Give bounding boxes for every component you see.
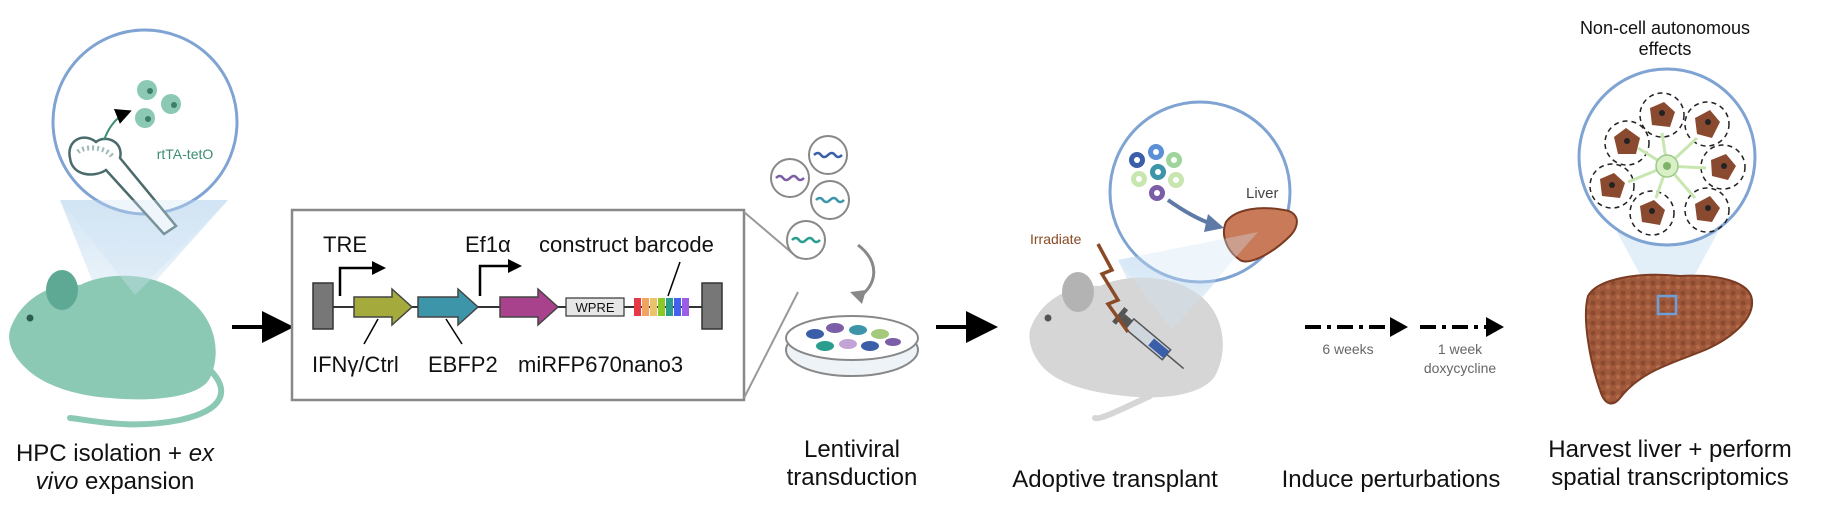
label-mirfp: miRFP670nano3 [518,352,683,377]
gray-mouse-eye [1044,314,1052,322]
teal-mouse-body [9,275,216,400]
wpre-element [565,297,625,317]
gene-ifng [353,287,414,327]
label-wpre: WPRE [576,300,615,315]
barcode-bars [634,298,689,316]
ebfp2-leader [445,318,463,345]
dish-rim [785,315,919,361]
harvested-liver [1584,273,1754,405]
stem-cell [161,94,181,114]
label-ef1a: Ef1α [465,232,511,257]
zoom-line-bottom [743,291,799,399]
irradiation-bolt [1096,243,1130,334]
timeline-group: 6 weeks 1 week doxycycline [1305,317,1504,376]
dish-cells [806,323,901,351]
stage3-group: Irradiate Liver [1029,100,1298,422]
label-1-week: 1 week [1438,341,1483,357]
caption-induce-perturbations: Induce perturbations [1281,466,1501,493]
stage1-group [9,28,239,428]
label-irradiate: Irradiate [1030,231,1082,247]
label-tre: TRE [323,232,367,257]
ef1a-promoter-arrow [478,264,508,296]
construct-panel: TRE Ef1α construct barcode WPRE IFNγ/Ctr… [290,208,799,402]
caption-harvest: Harvest liver + perform spatial transcri… [1548,436,1792,492]
tre-promoter-arrow [338,266,372,296]
ltr-left [312,282,334,330]
liver-inset [1222,207,1298,263]
label-ebfp2: EBFP2 [428,352,498,377]
virus-particle [786,220,826,260]
ifng-leader [363,318,379,345]
syringe [1112,306,1185,370]
virus-particle [770,158,810,198]
teal-mouse-ear [46,270,78,310]
label-rttatet0: rtTA-tetO [156,146,214,162]
label-liver: Liver [1246,185,1279,202]
region-of-interest [1656,294,1678,316]
hepatocytes [1589,92,1746,236]
bone-shape [68,136,178,236]
virus-particle [810,180,850,220]
barcode-leader [667,261,681,297]
label-6-weeks: 6 weeks [1322,341,1373,357]
teal-mouse-eye [26,314,34,322]
stem-cell [135,108,155,128]
caption-lentiviral: Lentiviral transduction [786,436,918,492]
caption-adoptive-transplant: Adoptive transplant [1012,466,1218,493]
expansion-arrow [103,109,132,141]
stem-cell [137,80,157,100]
stage2-group [770,135,919,377]
label-barcode: construct barcode [539,232,714,257]
title-non-cell-autonomous: Non-cell autonomous effects [1579,18,1751,60]
label-ifng: IFNγ/Ctrl [312,352,399,377]
virus-particle [808,135,848,175]
gene-mirfp670nano3 [499,287,560,327]
caption-hpc: HPC isolation + ex vivo expansion [15,440,215,496]
donor-cells [1129,144,1184,201]
teal-mouse-tail [67,367,225,428]
inset-cone [1617,232,1718,302]
gene-ebfp2 [417,287,480,327]
ltr-right [701,282,723,330]
stage5-group [1577,67,1757,405]
gray-mouse-ear [1062,272,1094,312]
gray-mouse-tail [1092,393,1153,422]
label-doxycycline: doxycycline [1424,360,1497,376]
